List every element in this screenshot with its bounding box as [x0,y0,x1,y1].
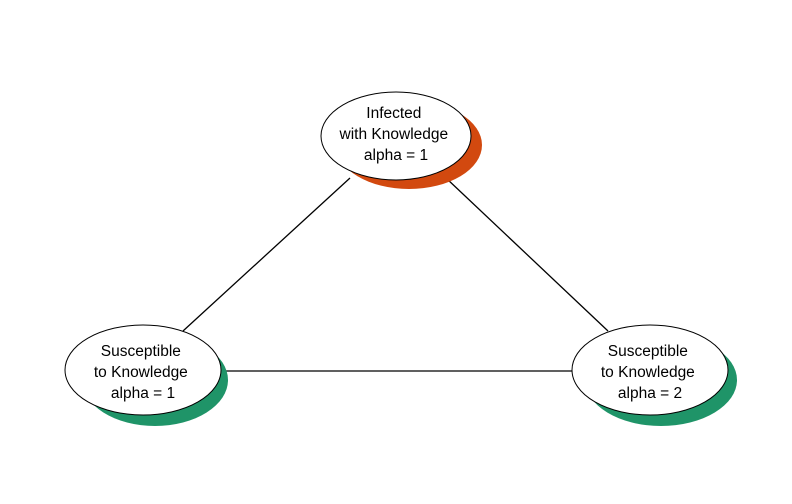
node-susceptible-1-line-1: Susceptible [101,343,181,360]
node-susceptible-2-line-3: alpha = 2 [618,385,682,402]
node-susceptible-1: Susceptible to Knowledge alpha = 1 [64,324,228,426]
node-susceptible-2: Susceptible to Knowledge alpha = 2 [571,324,737,426]
node-susceptible-1-line-2: to Knowledge [94,364,188,381]
edge-infected-susceptible-2 [445,177,609,332]
svg-text:Susceptible to Knowledge: Susceptible to Knowledge alpha = 1 [94,343,192,402]
node-infected-line-3: alpha = 1 [364,147,428,164]
edge-infected-susceptible-1 [182,177,351,332]
node-susceptible-2-ellipse [571,324,729,416]
node-infected-ellipse [320,91,472,181]
svg-text:Susceptible to Knowledge: Susceptible to Knowledge alpha = 2 [601,343,699,402]
node-infected-line-1: Infected [366,105,421,122]
node-infected: Infected with Knowledge alpha = 1 [320,91,482,189]
node-infected-line-2: with Knowledge [339,126,449,143]
node-susceptible-1-line-3: alpha = 1 [111,385,175,402]
node-susceptible-1-ellipse [64,324,222,416]
node-susceptible-2-line-2: to Knowledge [601,364,695,381]
svg-text:Infected with Knowledge: Infected with Knowledge alpha = 1 [339,105,453,164]
node-susceptible-2-line-1: Susceptible [608,343,688,360]
